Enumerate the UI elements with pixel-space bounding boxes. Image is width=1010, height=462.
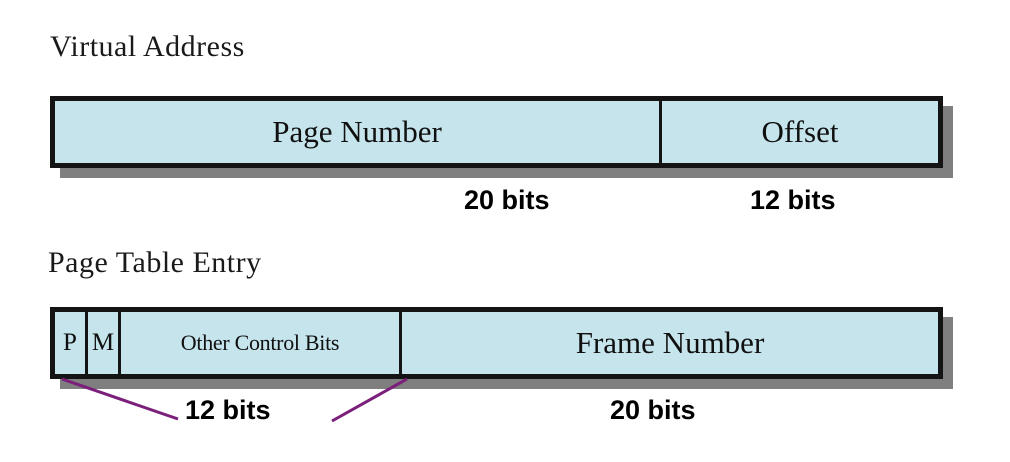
field-present-bit: P: [55, 312, 88, 374]
virtual-address-bar: Page Number Offset: [50, 96, 953, 178]
page-table-entry-bar: P M Other Control Bits Frame Number: [50, 307, 953, 389]
virtual-address-field-row: Page Number Offset: [50, 96, 943, 168]
bits-label-page-number: 20 bits: [464, 185, 550, 215]
page-table-entry-title: Page Table Entry: [48, 246, 262, 279]
field-page-number: Page Number: [55, 101, 662, 163]
field-other-control-bits: Other Control Bits: [121, 312, 402, 374]
bits-label-control-bits: 12 bits: [185, 395, 271, 425]
bits-label-frame-number: 20 bits: [610, 395, 696, 425]
bits-label-offset: 12 bits: [750, 185, 836, 215]
virtual-address-title: Virtual Address: [50, 30, 245, 63]
field-offset: Offset: [662, 101, 938, 163]
field-modified-bit: M: [88, 312, 121, 374]
field-frame-number: Frame Number: [402, 312, 938, 374]
page-table-entry-field-row: P M Other Control Bits Frame Number: [50, 307, 943, 379]
